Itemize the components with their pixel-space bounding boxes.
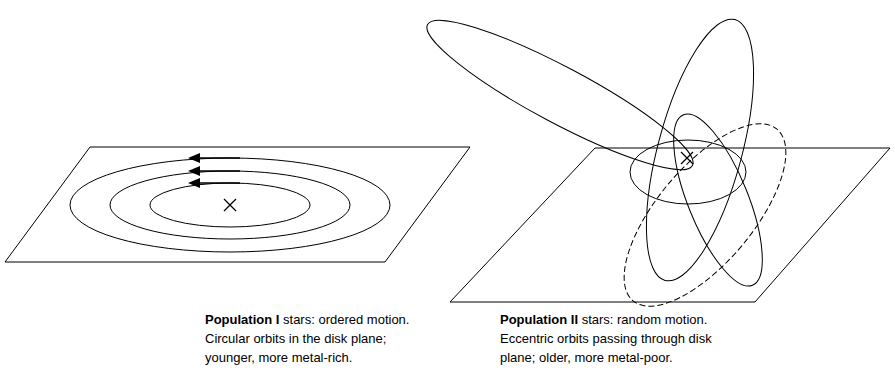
caption: Population Istars: ordered motion. Circu… [205,310,410,367]
eccentric-orbit [414,0,813,332]
population-name: Population II [500,312,578,327]
galactic-center [681,152,693,164]
circular-orbit [70,158,390,252]
population-name: Population I [205,312,279,327]
caption: Population IIstars: random motion. Eccen… [500,310,745,367]
galactic-center [224,199,236,211]
circular-orbit [110,171,350,239]
direction-arrow [188,153,240,188]
disk-plane [5,147,470,262]
circular-orbit [150,183,310,227]
disk-plane [450,148,890,302]
